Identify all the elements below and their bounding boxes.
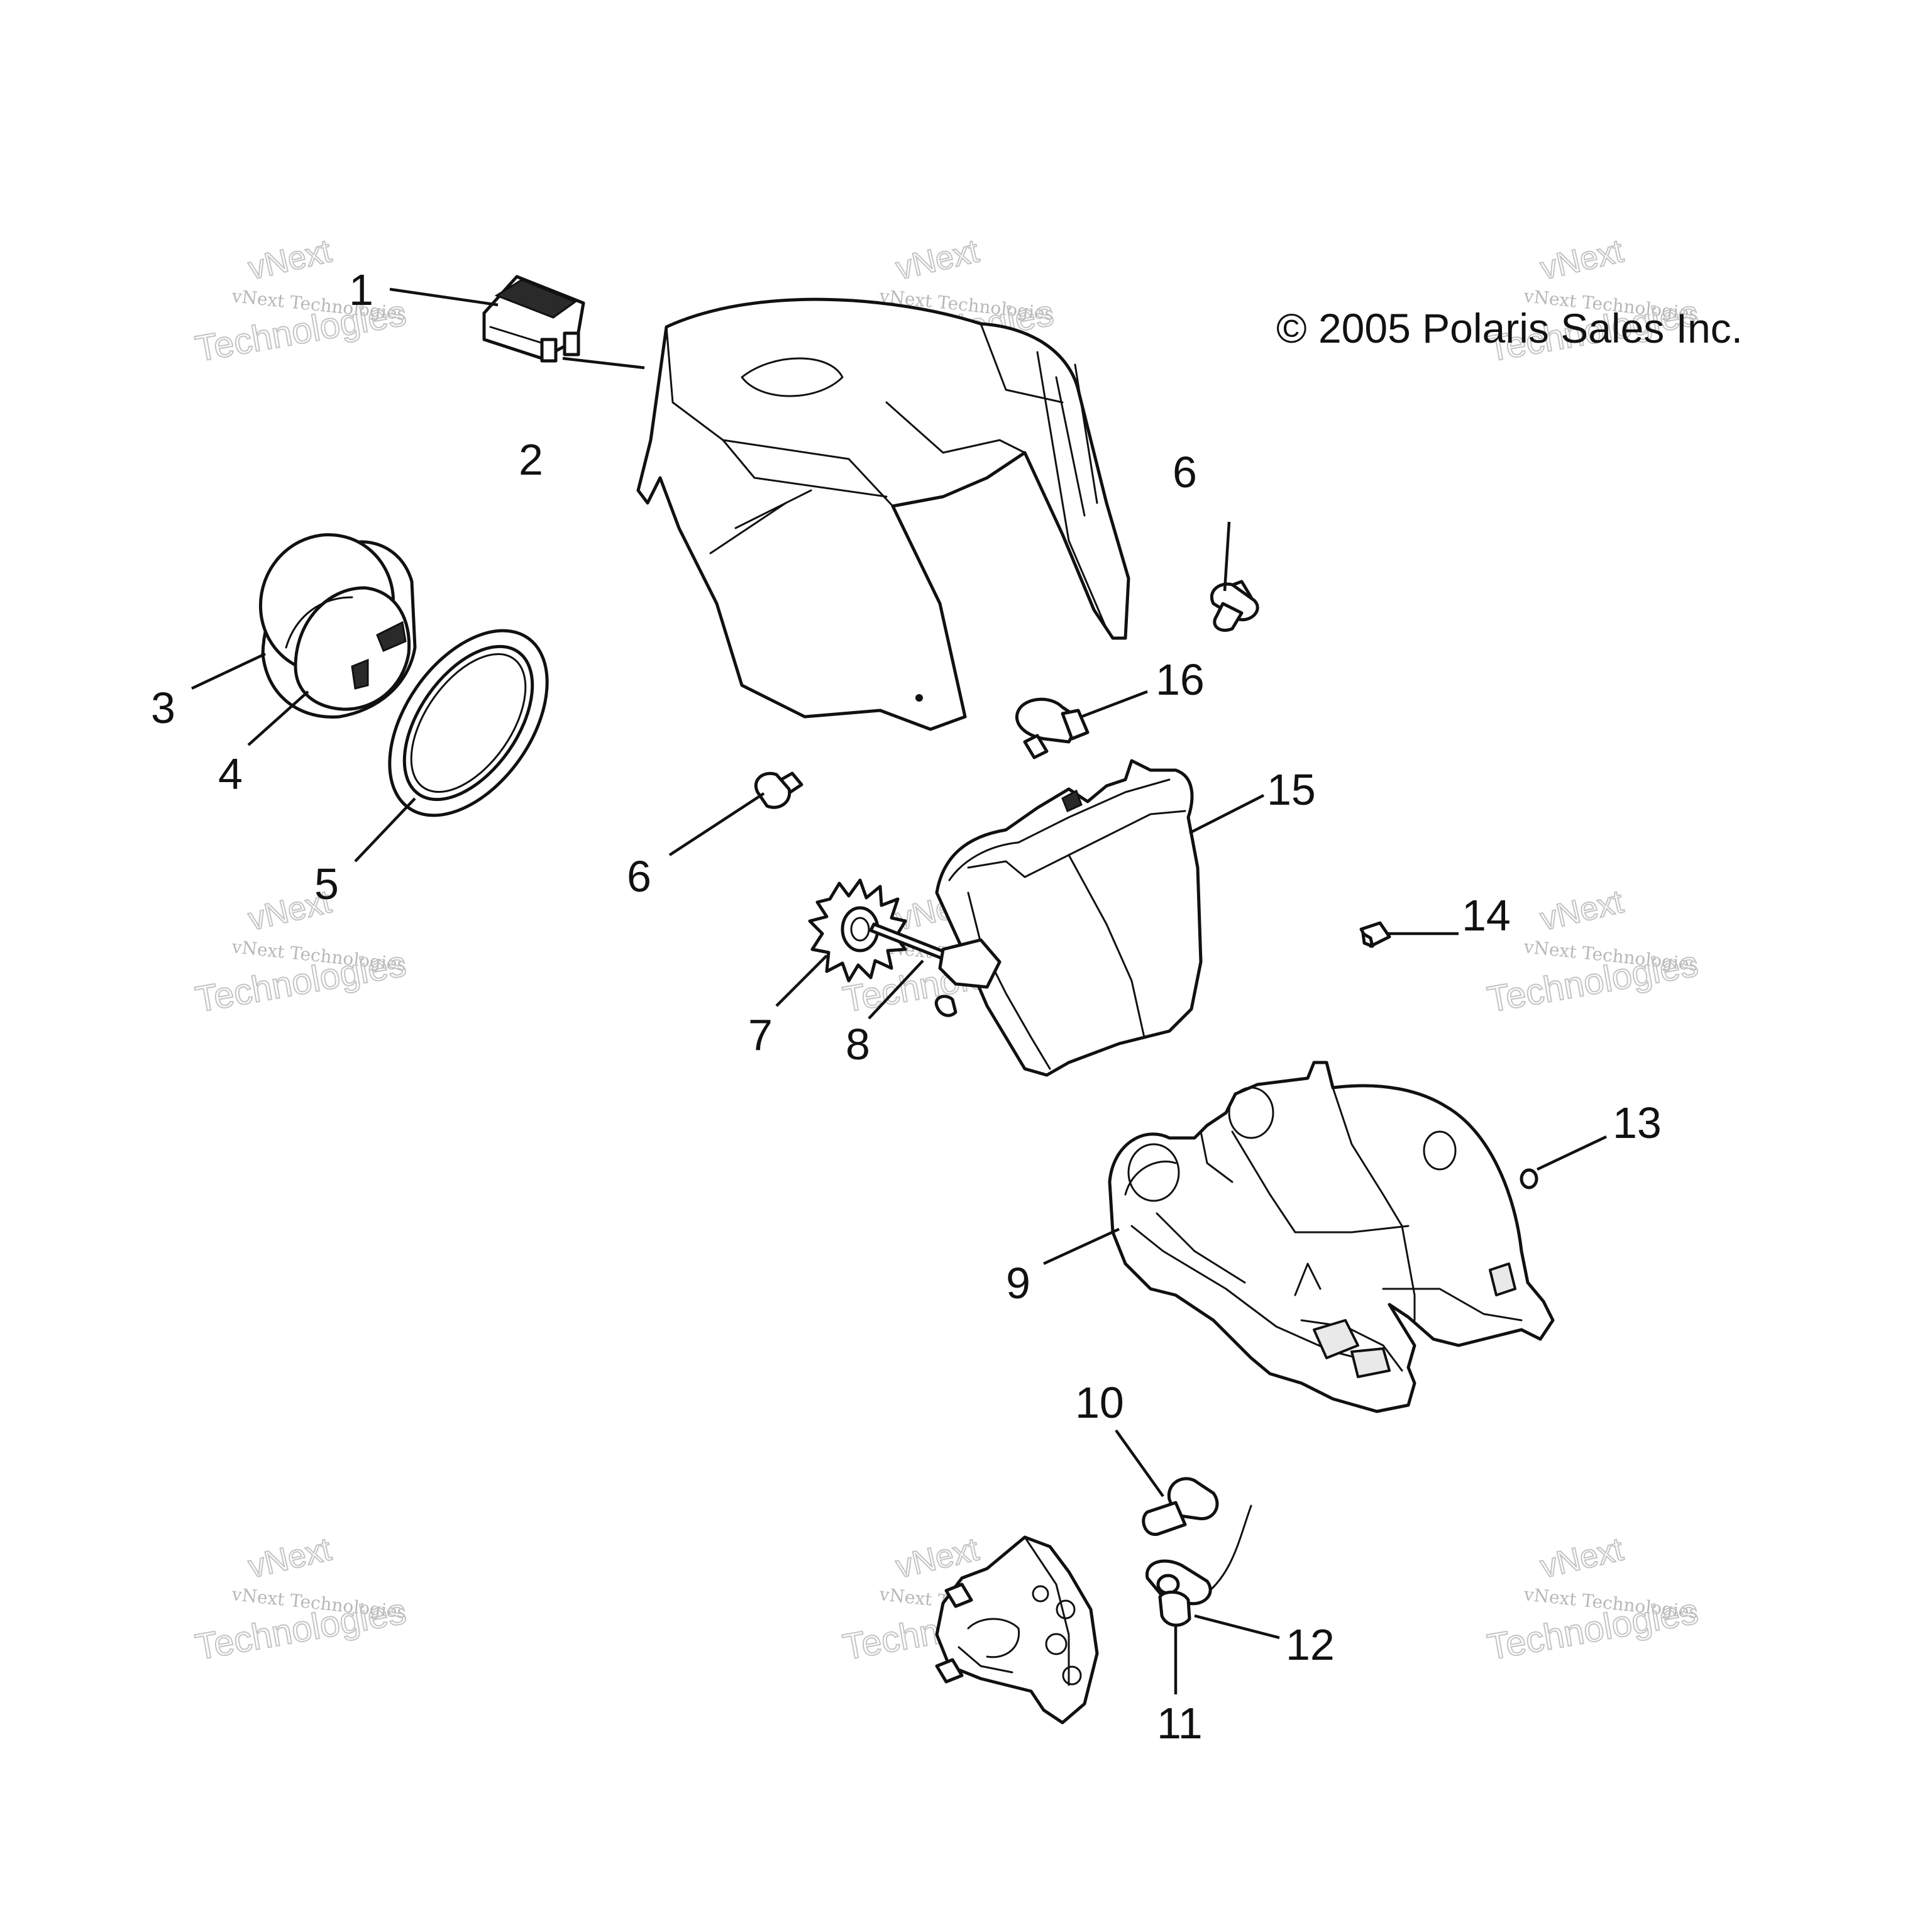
part-10-bolt bbox=[1142, 1477, 1219, 1536]
leader-lines bbox=[191, 287, 1607, 1694]
callout-10: 10 bbox=[1075, 1378, 1124, 1427]
watermark-bottom-left: vNext vNext Technologies Technologies bbox=[192, 1530, 410, 1669]
leader-8 bbox=[868, 959, 924, 1020]
part-6-screw-top bbox=[1210, 580, 1259, 632]
callout-4: 4 bbox=[218, 749, 243, 798]
part-1-switch bbox=[482, 275, 585, 363]
callout-8: 8 bbox=[846, 1020, 870, 1069]
watermark-brand: vNext bbox=[1537, 233, 1627, 287]
watermark-brand: vNext bbox=[1537, 1531, 1627, 1586]
copyright-notice: © 2005 Polaris Sales Inc. bbox=[1276, 305, 1743, 351]
leader-2 bbox=[562, 356, 645, 370]
callout-12: 12 bbox=[1286, 1620, 1335, 1669]
part-16-bulb-socket bbox=[1015, 697, 1090, 759]
callout-9: 9 bbox=[1006, 1259, 1030, 1308]
leader-3 bbox=[191, 652, 266, 690]
callout-7: 7 bbox=[748, 1010, 773, 1059]
watermark-brand: vNext bbox=[893, 233, 983, 287]
leader-6a bbox=[1223, 521, 1231, 592]
callout-6-mid: 6 bbox=[627, 852, 651, 901]
part-9-lower-housing bbox=[1108, 1061, 1555, 1413]
callout-14: 14 bbox=[1462, 891, 1511, 940]
leader-10 bbox=[1115, 1429, 1164, 1498]
leader-16 bbox=[1081, 690, 1148, 719]
part-5-ring-seal bbox=[388, 629, 549, 817]
callout-6-top: 6 bbox=[1173, 448, 1197, 497]
callout-2: 2 bbox=[519, 435, 543, 484]
part-14-clip bbox=[1359, 921, 1391, 948]
leader-6b bbox=[668, 792, 765, 856]
leader-7 bbox=[775, 954, 828, 1007]
leader-15 bbox=[1188, 793, 1265, 835]
part-3-4-gauge bbox=[258, 533, 417, 719]
callout-5: 5 bbox=[314, 859, 339, 908]
callout-1: 1 bbox=[349, 265, 373, 314]
leader-1 bbox=[389, 287, 499, 307]
callouts: 1 2 3 4 5 6 6 7 8 9 10 11 12 13 14 15 16 bbox=[151, 265, 1662, 1748]
callout-11: 11 bbox=[1157, 1699, 1203, 1748]
part-6-screw-mid bbox=[754, 771, 803, 809]
watermark-mid-right: vNext vNext Technologies Technologies bbox=[1484, 883, 1702, 1021]
watermark-mid-left: vNext vNext Technologies Technologies bbox=[192, 883, 410, 1021]
callout-3: 3 bbox=[151, 683, 175, 732]
part-13-retainer bbox=[1520, 1168, 1538, 1190]
callout-15: 15 bbox=[1267, 765, 1316, 814]
part-15-headlight bbox=[935, 759, 1203, 1077]
leader-12 bbox=[1194, 1614, 1280, 1640]
watermark-brand: vNext bbox=[245, 233, 335, 287]
leader-4 bbox=[247, 690, 309, 746]
callout-16: 16 bbox=[1156, 655, 1205, 704]
callout-13: 13 bbox=[1613, 1098, 1662, 1147]
part-8-adjuster-screw bbox=[869, 922, 1002, 1017]
part-11-12-sensor bbox=[1145, 1504, 1252, 1627]
actuator-plate-assembly bbox=[935, 1535, 1099, 1725]
leader-13 bbox=[1537, 1135, 1607, 1171]
leader-5 bbox=[354, 797, 416, 863]
watermark-top-left: vNext vNext Technologies Technologies bbox=[192, 232, 410, 370]
watermark-brand: vNext bbox=[1537, 883, 1627, 938]
watermark-bottom-right: vNext vNext Technologies Technologies bbox=[1484, 1530, 1702, 1669]
leader-9 bbox=[1043, 1227, 1120, 1266]
part-2-hood-cover bbox=[636, 297, 1130, 731]
watermark-brand: vNext bbox=[245, 1531, 335, 1586]
